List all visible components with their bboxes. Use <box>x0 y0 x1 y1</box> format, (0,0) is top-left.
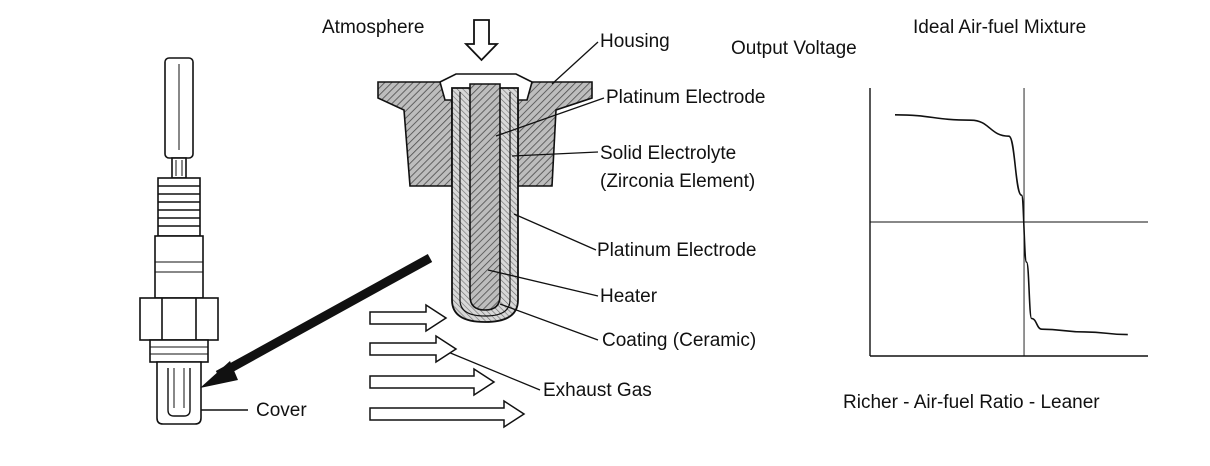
sensor-crimp <box>171 157 187 179</box>
exhaust-arrow-icon <box>369 303 448 333</box>
exhaust-arrow-icon <box>369 367 496 397</box>
heater-element <box>469 83 501 311</box>
atmosphere-label: Atmosphere <box>322 17 425 38</box>
zirconia-element-label: (Zirconia Element) <box>600 171 756 192</box>
cover-label: Cover <box>256 400 307 421</box>
sensor-thread <box>149 339 209 363</box>
voltage-graph <box>869 88 1148 357</box>
exhaust-arrow-icon <box>369 334 458 364</box>
label-leader-lines <box>447 41 605 391</box>
pointer-arrow <box>200 254 433 388</box>
sensor-cover <box>156 361 202 425</box>
housing-label: Housing <box>600 31 670 52</box>
graph-title: Ideal Air-fuel Mixture <box>913 17 1087 38</box>
exhaust-arrow-icon <box>369 399 526 429</box>
graph-x-axis-label: Richer - Air-fuel Ratio - Leaner <box>843 392 1100 413</box>
platinum-electrode-top-label: Platinum Electrode <box>606 87 766 108</box>
coating-label: Coating (Ceramic) <box>602 330 757 351</box>
oxygen-sensor-body <box>139 57 219 425</box>
solid-electrolyte-label: Solid Electrolyte <box>600 143 737 164</box>
exhaust-gas-label: Exhaust Gas <box>543 380 652 401</box>
exhaust-gas-arrows <box>369 303 526 429</box>
sensor-hex-nut <box>139 297 219 341</box>
heater-label: Heater <box>600 286 658 307</box>
atmosphere-arrow-icon <box>463 19 500 62</box>
sensor-barrel <box>154 235 204 299</box>
platinum-electrode-bottom-label: Platinum Electrode <box>597 240 757 261</box>
graph-y-axis-label: Output Voltage <box>731 38 857 59</box>
voltage-curve <box>894 114 1128 336</box>
